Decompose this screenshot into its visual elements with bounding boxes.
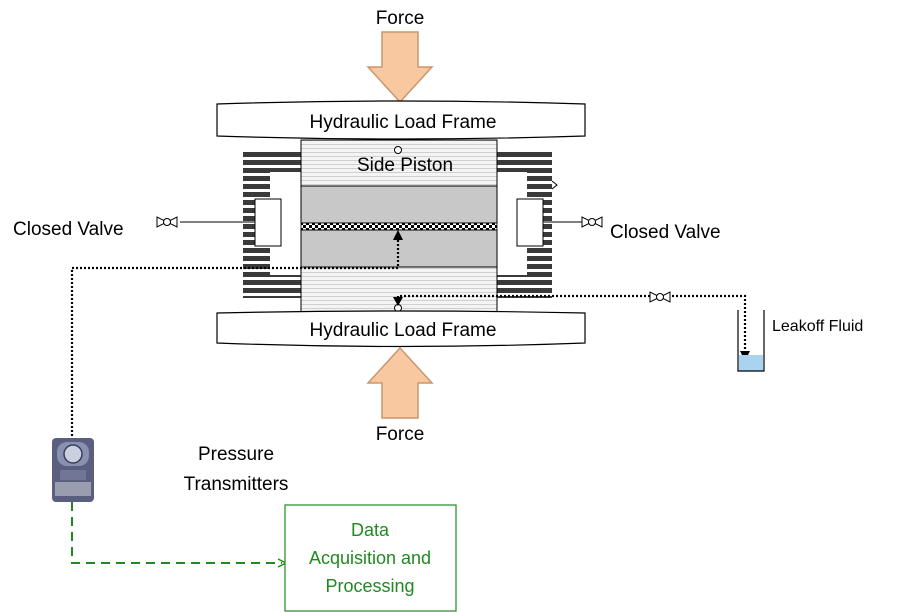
load-frame-top-label: Hydraulic Load Frame (310, 112, 497, 133)
leakoff-fluid-label: Leakoff Fluid (772, 318, 863, 335)
rock-sample (300, 185, 498, 268)
force-arrow-bottom (366, 346, 434, 419)
pressure-transmitters-label-2: Transmitters (184, 474, 289, 495)
cell-body-left (243, 150, 301, 298)
closed-valve-right-icon[interactable] (543, 216, 603, 228)
data-line (71, 502, 288, 568)
leakoff-valve-icon[interactable] (649, 291, 671, 303)
force-label-top: Force (376, 8, 425, 29)
daq-label-1: Data (351, 520, 390, 540)
closed-valve-left-label: Closed Valve (13, 219, 124, 240)
side-piston-top (300, 139, 498, 187)
load-frame-top (216, 100, 586, 140)
cell-body-right (497, 150, 558, 298)
pressure-line (70, 230, 403, 440)
side-piston-bottom (300, 266, 498, 314)
side-piston-label: Side Piston (357, 155, 453, 176)
force-arrow-top (366, 31, 434, 104)
leakoff-fluid-container (737, 310, 765, 372)
load-frame-bottom (216, 310, 586, 348)
data-acquisition-box (284, 504, 457, 612)
force-label-bottom: Force (376, 424, 425, 445)
pressure-transmitter-icon (52, 438, 94, 502)
closed-valve-right-label: Closed Valve (610, 222, 721, 243)
closed-valve-left-icon[interactable] (156, 216, 255, 228)
load-frame-bottom-label: Hydraulic Load Frame (310, 320, 497, 341)
daq-label-3: Processing (325, 576, 414, 596)
daq-label-2: Acquisition and (309, 548, 431, 568)
pressure-transmitters-label-1: Pressure (198, 444, 274, 465)
